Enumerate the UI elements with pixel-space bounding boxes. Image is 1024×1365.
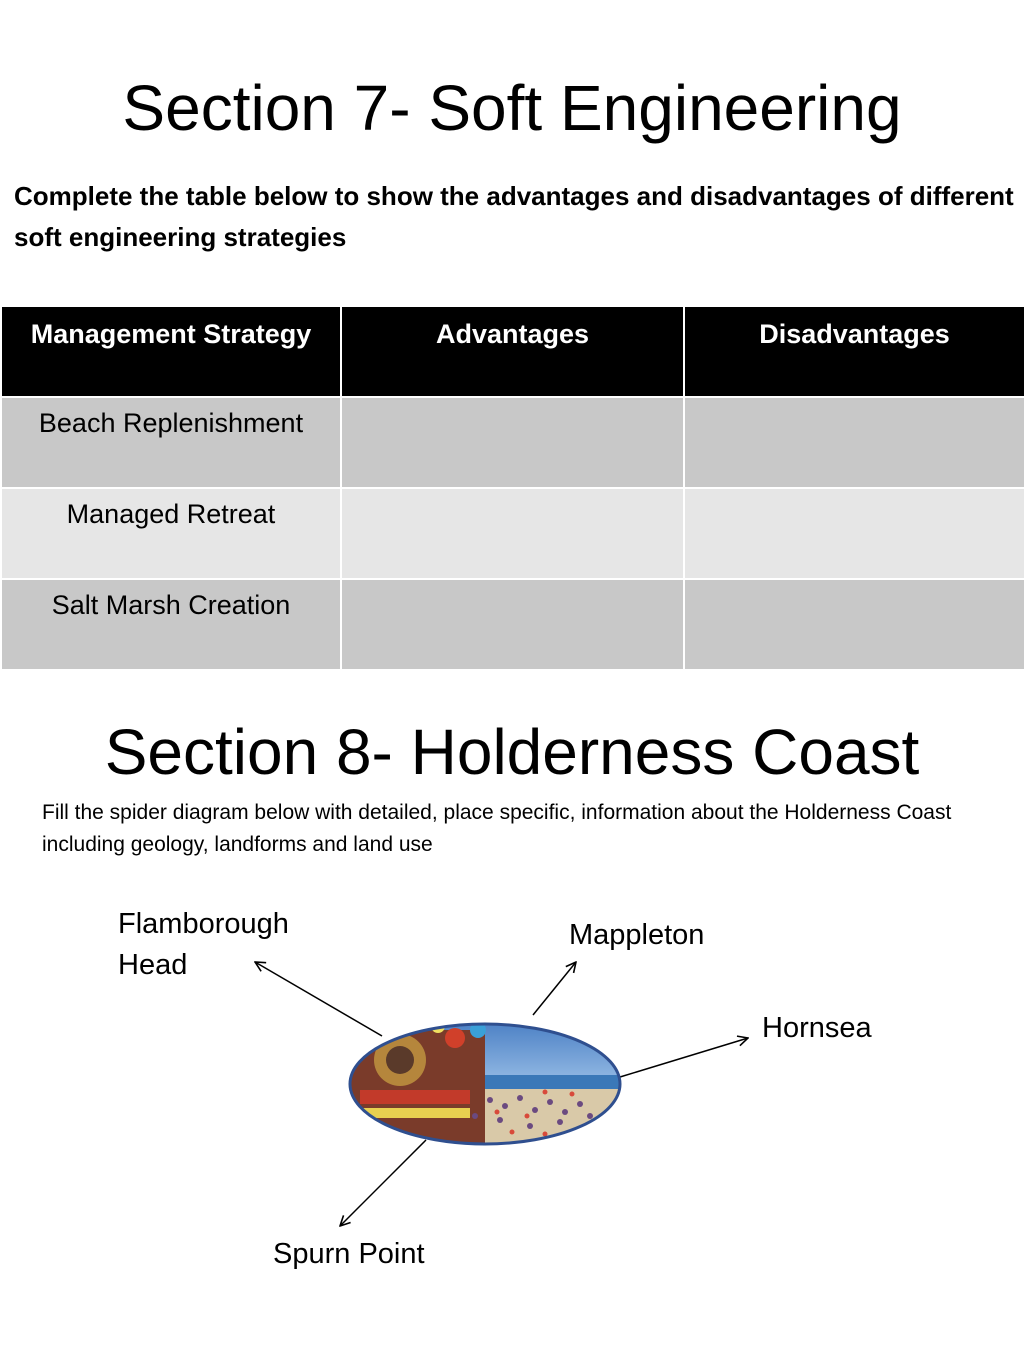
strategy-cell: Beach Replenishment <box>0 396 342 489</box>
label-spurn-point: Spurn Point <box>273 1238 425 1270</box>
header-disadvantages: Disadvantages <box>683 305 1024 398</box>
advantages-cell[interactable] <box>340 578 685 671</box>
strategy-cell: Managed Retreat <box>0 487 342 580</box>
header-advantages: Advantages <box>340 305 685 398</box>
label-hornsea: Hornsea <box>762 1012 872 1044</box>
seaside-resort-photo <box>350 1024 620 1144</box>
table-row: Beach Replenishment <box>0 396 1024 489</box>
advantages-cell[interactable] <box>340 396 685 489</box>
spider-diagram: Flamborough Head Mappleton Hornsea Spurn… <box>0 880 1024 1300</box>
strategy-cell: Salt Marsh Creation <box>0 578 342 671</box>
advantages-cell[interactable] <box>340 487 685 580</box>
table-header-row: Management Strategy Advantages Disadvant… <box>0 305 1024 398</box>
table-row: Salt Marsh Creation <box>0 578 1024 671</box>
disadvantages-cell[interactable] <box>683 396 1024 489</box>
arrow-mappleton <box>532 962 576 1016</box>
section-7-title: Section 7- Soft Engineering <box>122 72 902 144</box>
label-flamborough-head: Flamborough Head <box>118 908 289 981</box>
section-8-title: Section 8- Holderness Coast <box>104 716 920 788</box>
header-management-strategy: Management Strategy <box>0 305 342 398</box>
section-8-instruction: Fill the spider diagram below with detai… <box>42 801 952 856</box>
table-row: Managed Retreat <box>0 487 1024 580</box>
label-mappleton: Mappleton <box>569 919 705 951</box>
arrow-hornsea <box>619 1038 748 1078</box>
disadvantages-cell[interactable] <box>683 578 1024 671</box>
arrow-spurn <box>340 1139 427 1226</box>
section-7-instruction: Complete the table below to show the adv… <box>14 181 1014 252</box>
disadvantages-cell[interactable] <box>683 487 1024 580</box>
center-oval-border <box>348 1022 622 1146</box>
spider-diagram-graphic <box>0 880 1024 1300</box>
soft-engineering-table: Management Strategy Advantages Disadvant… <box>0 305 1024 671</box>
arrow-flamborough <box>255 962 383 1037</box>
